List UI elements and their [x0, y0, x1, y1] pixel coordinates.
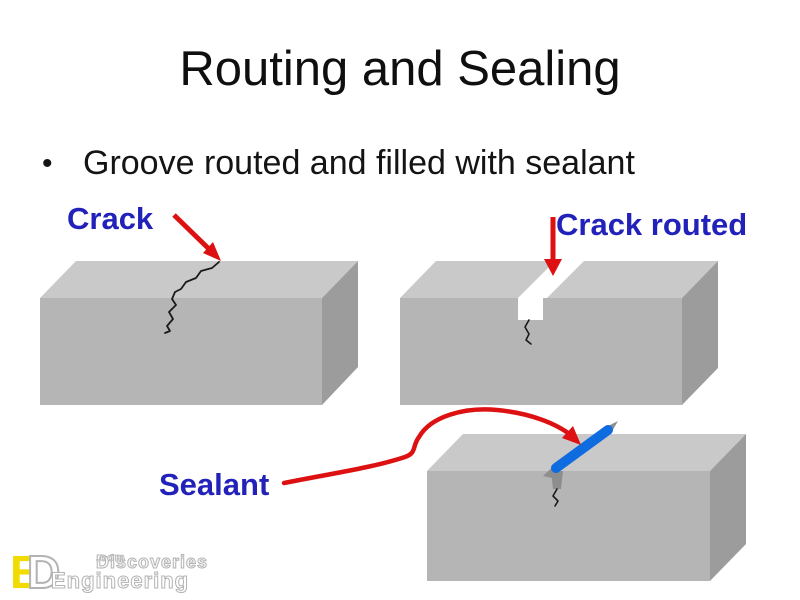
logo-letter-e-icon: E — [10, 546, 41, 598]
sealant-bead — [551, 425, 613, 473]
sealant-arrow — [281, 407, 581, 486]
bullet-text: Groove routed and filled with sealant — [83, 144, 635, 182]
sealant-arrow-head — [562, 426, 581, 445]
cracked-block — [40, 261, 358, 405]
sealed-block — [427, 421, 746, 581]
sealed-block-front-face — [427, 471, 710, 581]
routed-block-side-face — [682, 261, 718, 405]
routed-block-front-face — [400, 298, 682, 405]
routed-groove-front — [518, 298, 543, 320]
sealed-crack-line — [552, 488, 559, 507]
crack-line — [164, 261, 220, 334]
crack-arrow — [172, 213, 221, 261]
bullet-line: • Groove routed and filled with sealant — [42, 144, 635, 183]
cracked-block-top-face — [40, 261, 358, 298]
crack-routed-label: Crack routed — [556, 207, 748, 242]
cracked-block-front-face — [40, 298, 322, 405]
logo-brand-name: Discoveries — [95, 552, 209, 572]
sealed-block-top-face — [427, 434, 746, 471]
logo-subtitle-text: Engineering — [50, 568, 190, 593]
sealed-block-side-face — [710, 434, 746, 581]
sealed-groove-front — [551, 471, 563, 489]
logo-brand-suffix: .com — [96, 552, 126, 564]
cracked-block-side-face — [322, 261, 358, 405]
residual-crack-line — [524, 319, 532, 345]
crack-arrow-head — [203, 242, 221, 261]
bullet-icon: • — [42, 147, 53, 180]
sealant-arrow-shaft — [281, 407, 575, 486]
slide-title: Routing and Sealing — [179, 42, 621, 96]
routed-block — [400, 261, 718, 405]
crack-arrow-shaft — [172, 213, 211, 251]
crack-routed-arrow-head — [544, 259, 562, 276]
logo-letter-d-icon: D — [26, 546, 61, 598]
crack-label: Crack — [67, 201, 154, 236]
crack-routed-arrow — [544, 217, 562, 276]
routed-groove-top — [518, 261, 584, 298]
discoveries-engineering-logo: E D Discoveries.com Engineering — [10, 546, 250, 598]
sealant-label: Sealant — [159, 467, 270, 502]
